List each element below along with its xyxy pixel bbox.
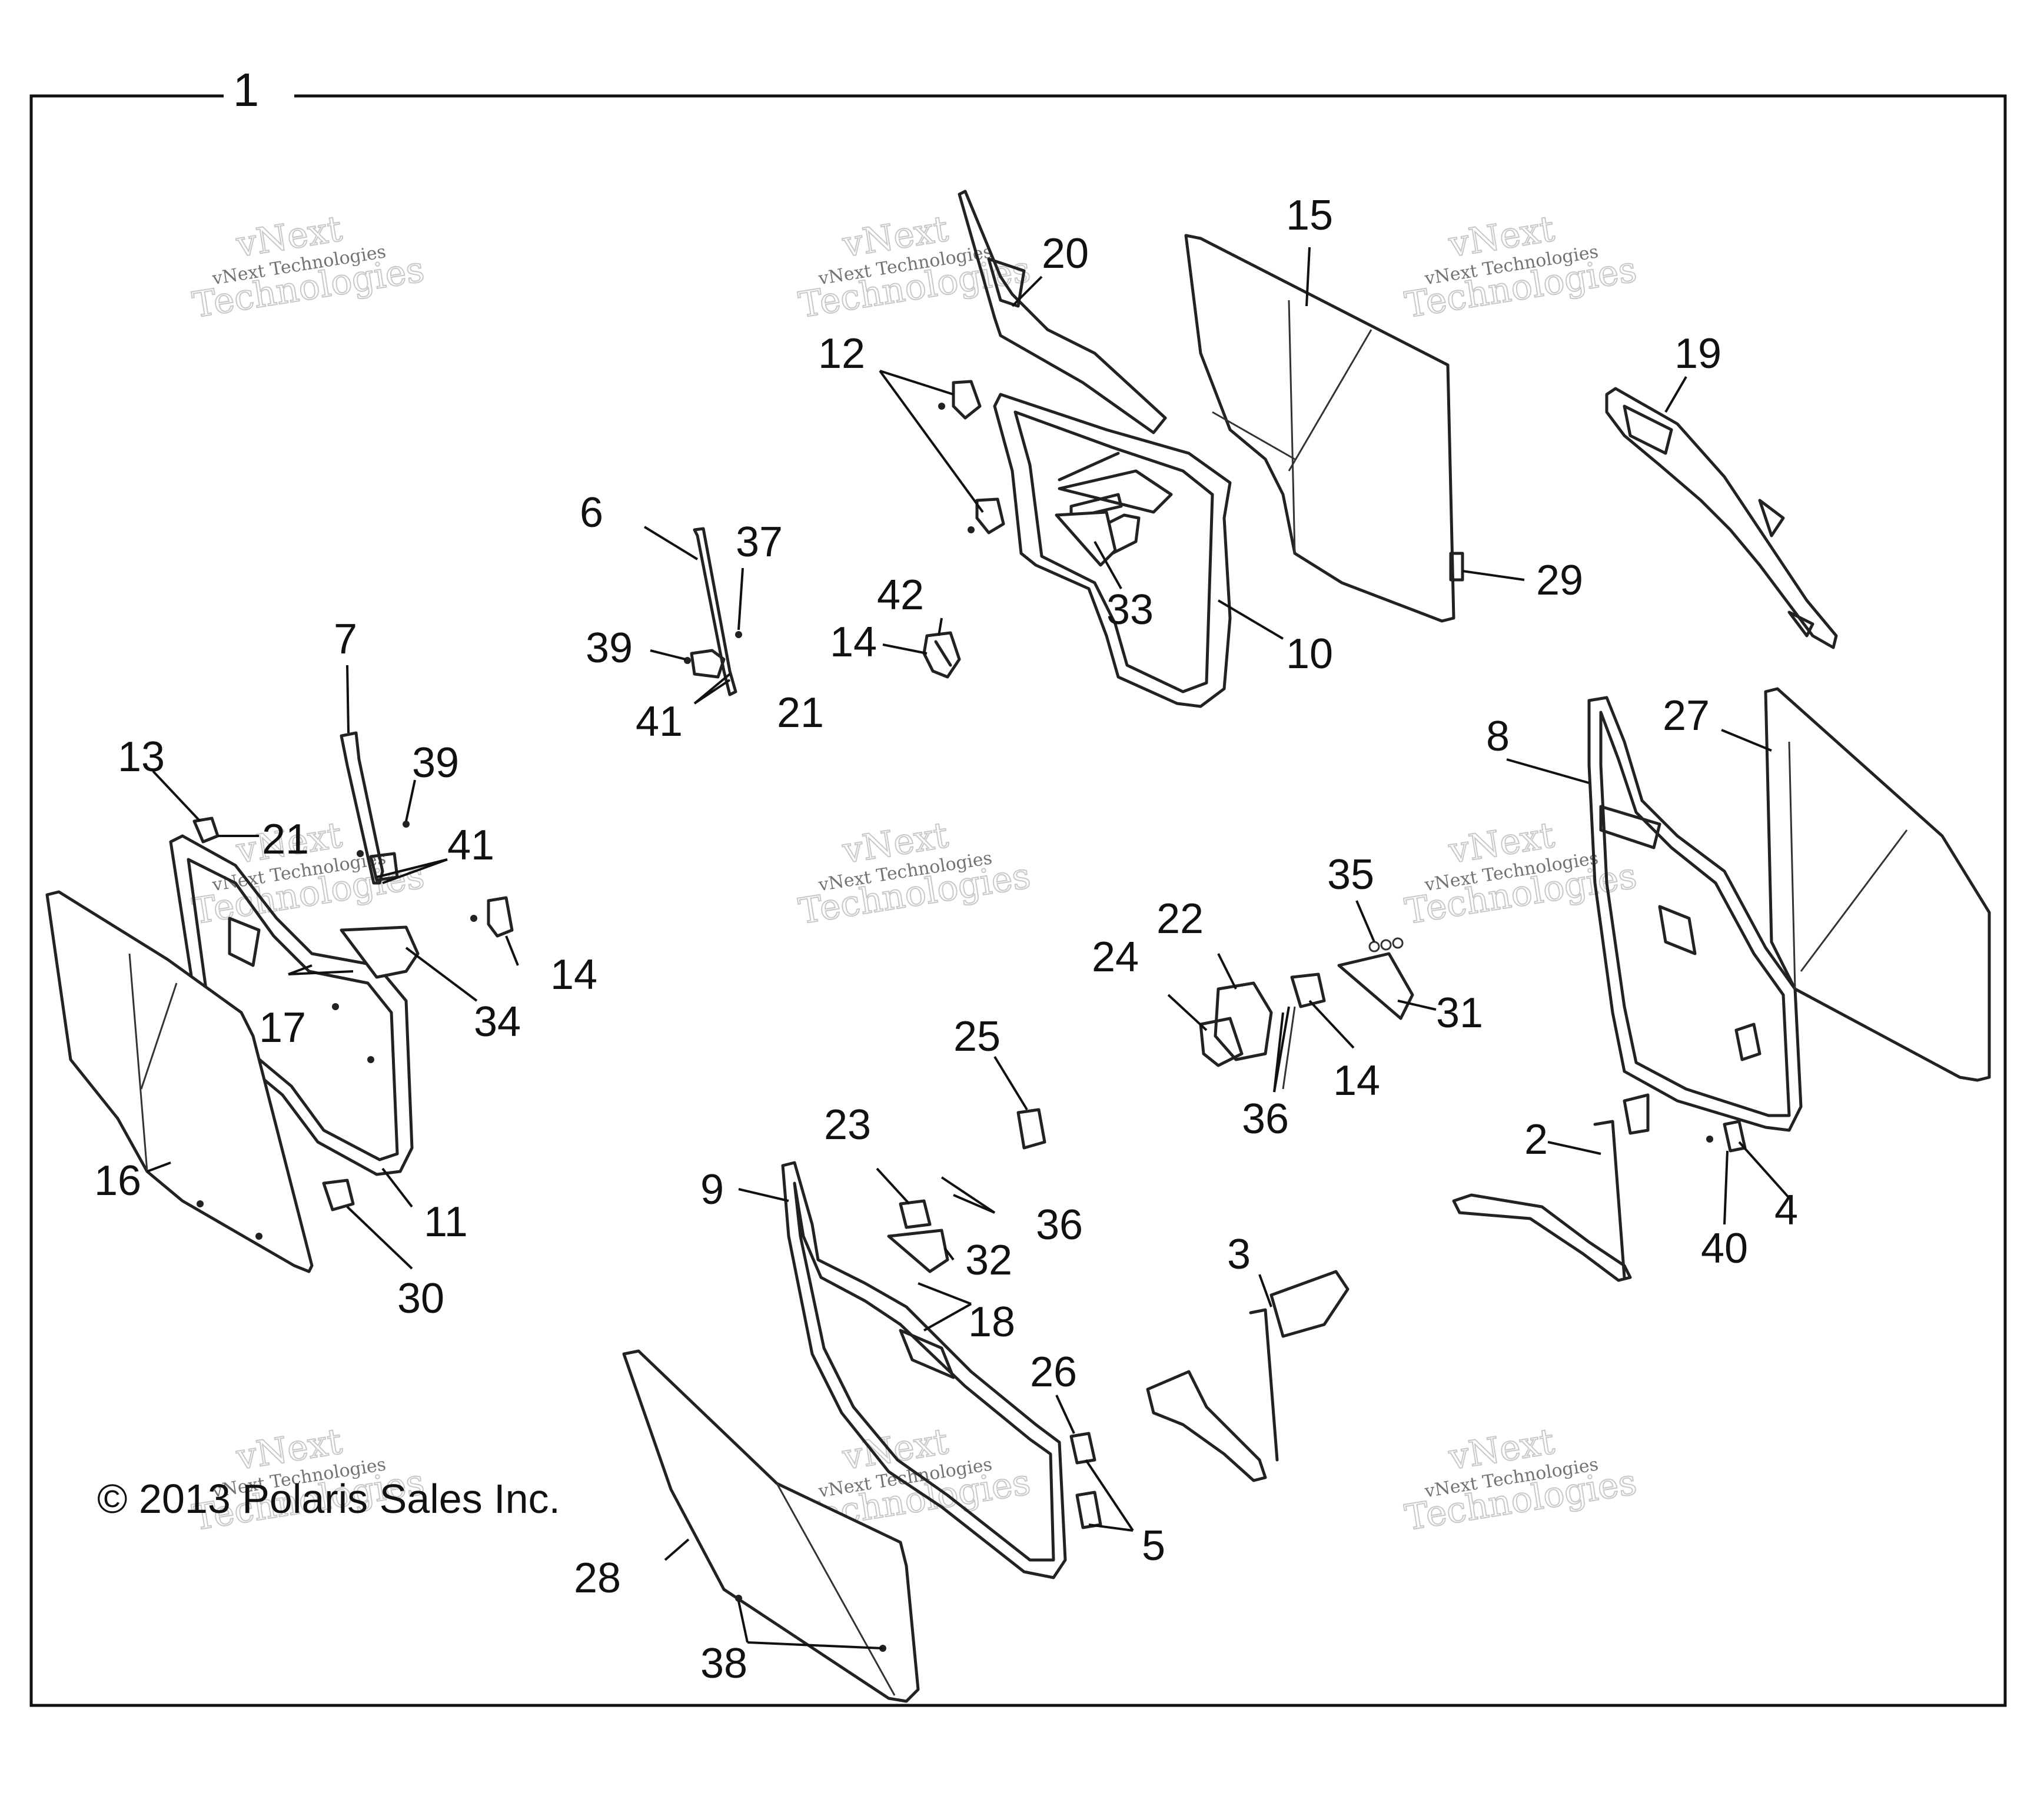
part-4-hinges <box>1706 1120 1747 1153</box>
callout-32: 32 <box>965 1237 1012 1284</box>
callout-34: 34 <box>474 998 521 1045</box>
callout-41a: 41 <box>636 698 683 745</box>
callout-25: 25 <box>953 1013 1001 1060</box>
callout-16: 16 <box>94 1157 141 1204</box>
callout-22: 22 <box>1156 895 1204 942</box>
watermark: vNext vNext Technologies Technologies <box>189 208 427 327</box>
callout-35: 35 <box>1327 851 1374 898</box>
callout-21a: 21 <box>777 689 824 736</box>
callout-38: 38 <box>700 1640 747 1687</box>
callout-28: 28 <box>574 1555 621 1602</box>
callout-9: 9 <box>700 1166 724 1213</box>
callout-4: 4 <box>1774 1187 1798 1234</box>
part-16-left-panel <box>45 890 314 1273</box>
part-20-upper-bar <box>958 190 1167 434</box>
callout-14a: 14 <box>830 619 877 666</box>
callout-13: 13 <box>118 733 165 781</box>
callout-42: 42 <box>877 572 924 619</box>
part-22-24-latch <box>1199 981 1273 1067</box>
part-8-door-frame-right <box>1587 696 1803 1132</box>
copyright-notice: © 2013 Polaris Sales Inc. <box>97 1476 560 1522</box>
diagram-frame: 1 <box>29 64 2007 1707</box>
part-32-pocket <box>887 1199 949 1273</box>
part-33-pocket <box>1055 510 1117 567</box>
part-34-pocket <box>340 925 420 979</box>
leader-lines <box>147 247 1790 1649</box>
callouts: 2 3 4 5 6 7 8 9 10 11 12 13 14 14 14 15 … <box>94 192 1798 1687</box>
callout-31: 31 <box>1436 990 1483 1037</box>
callout-12: 12 <box>818 330 865 377</box>
callout-33: 33 <box>1106 586 1154 633</box>
callout-30: 30 <box>397 1275 444 1322</box>
watermark: vNext vNext Technologies Technologies <box>795 814 1033 933</box>
callout-18: 18 <box>968 1299 1015 1346</box>
callout-29: 29 <box>1536 557 1583 604</box>
part-15-upper-panel <box>1184 234 1464 623</box>
callout-10: 10 <box>1286 630 1333 678</box>
callout-23: 23 <box>824 1101 871 1149</box>
callout-24: 24 <box>1092 934 1139 981</box>
part-14-hinge-left <box>470 896 514 938</box>
frame-label: 1 <box>233 64 260 116</box>
callout-11: 11 <box>424 1199 468 1246</box>
callout-6: 6 <box>580 489 603 536</box>
callout-14b: 14 <box>550 951 597 998</box>
callout-17: 17 <box>259 1004 306 1051</box>
callout-2: 2 <box>1524 1116 1548 1163</box>
part-9-door-frame-lower <box>781 1161 1067 1579</box>
callout-3: 3 <box>1227 1231 1251 1278</box>
part-5-26-hinges <box>1069 1432 1102 1529</box>
part-30-striker <box>322 1179 355 1211</box>
callout-40: 40 <box>1701 1225 1748 1272</box>
part-25-catch <box>1016 1108 1046 1150</box>
part-14-hinge-mid <box>1282 972 1326 1090</box>
watermark: vNext vNext Technologies Technologies <box>1401 208 1640 327</box>
callout-41b: 41 <box>447 822 494 869</box>
callout-39b: 39 <box>412 739 459 786</box>
callout-8: 8 <box>1486 713 1510 760</box>
callout-26: 26 <box>1030 1349 1077 1396</box>
callout-37: 37 <box>736 519 783 566</box>
callout-36a: 36 <box>1242 1096 1289 1143</box>
part-6-stay <box>684 527 742 696</box>
part-31-pocket <box>1337 952 1414 1020</box>
part-27-right-panel <box>1764 687 1991 1082</box>
callout-7: 7 <box>334 616 357 663</box>
callout-19: 19 <box>1674 330 1721 377</box>
callout-5: 5 <box>1142 1522 1165 1569</box>
callout-21b: 21 <box>262 816 309 863</box>
callout-39a: 39 <box>586 625 633 672</box>
part-19-right-bar <box>1605 387 1838 649</box>
watermark: vNext vNext Technologies Technologies <box>1401 1420 1640 1539</box>
part-12-hinges <box>938 380 1005 535</box>
callout-14c: 14 <box>1333 1057 1380 1104</box>
callout-36b: 36 <box>1036 1201 1083 1249</box>
callout-27: 27 <box>1663 692 1710 739</box>
callout-15: 15 <box>1286 192 1333 239</box>
part-2-right-stay <box>1452 1093 1650 1282</box>
part-3-lower-stay <box>1146 1270 1350 1482</box>
callout-20: 20 <box>1042 230 1089 277</box>
part-13-striker <box>192 816 220 844</box>
part-42-hinge <box>922 631 961 679</box>
